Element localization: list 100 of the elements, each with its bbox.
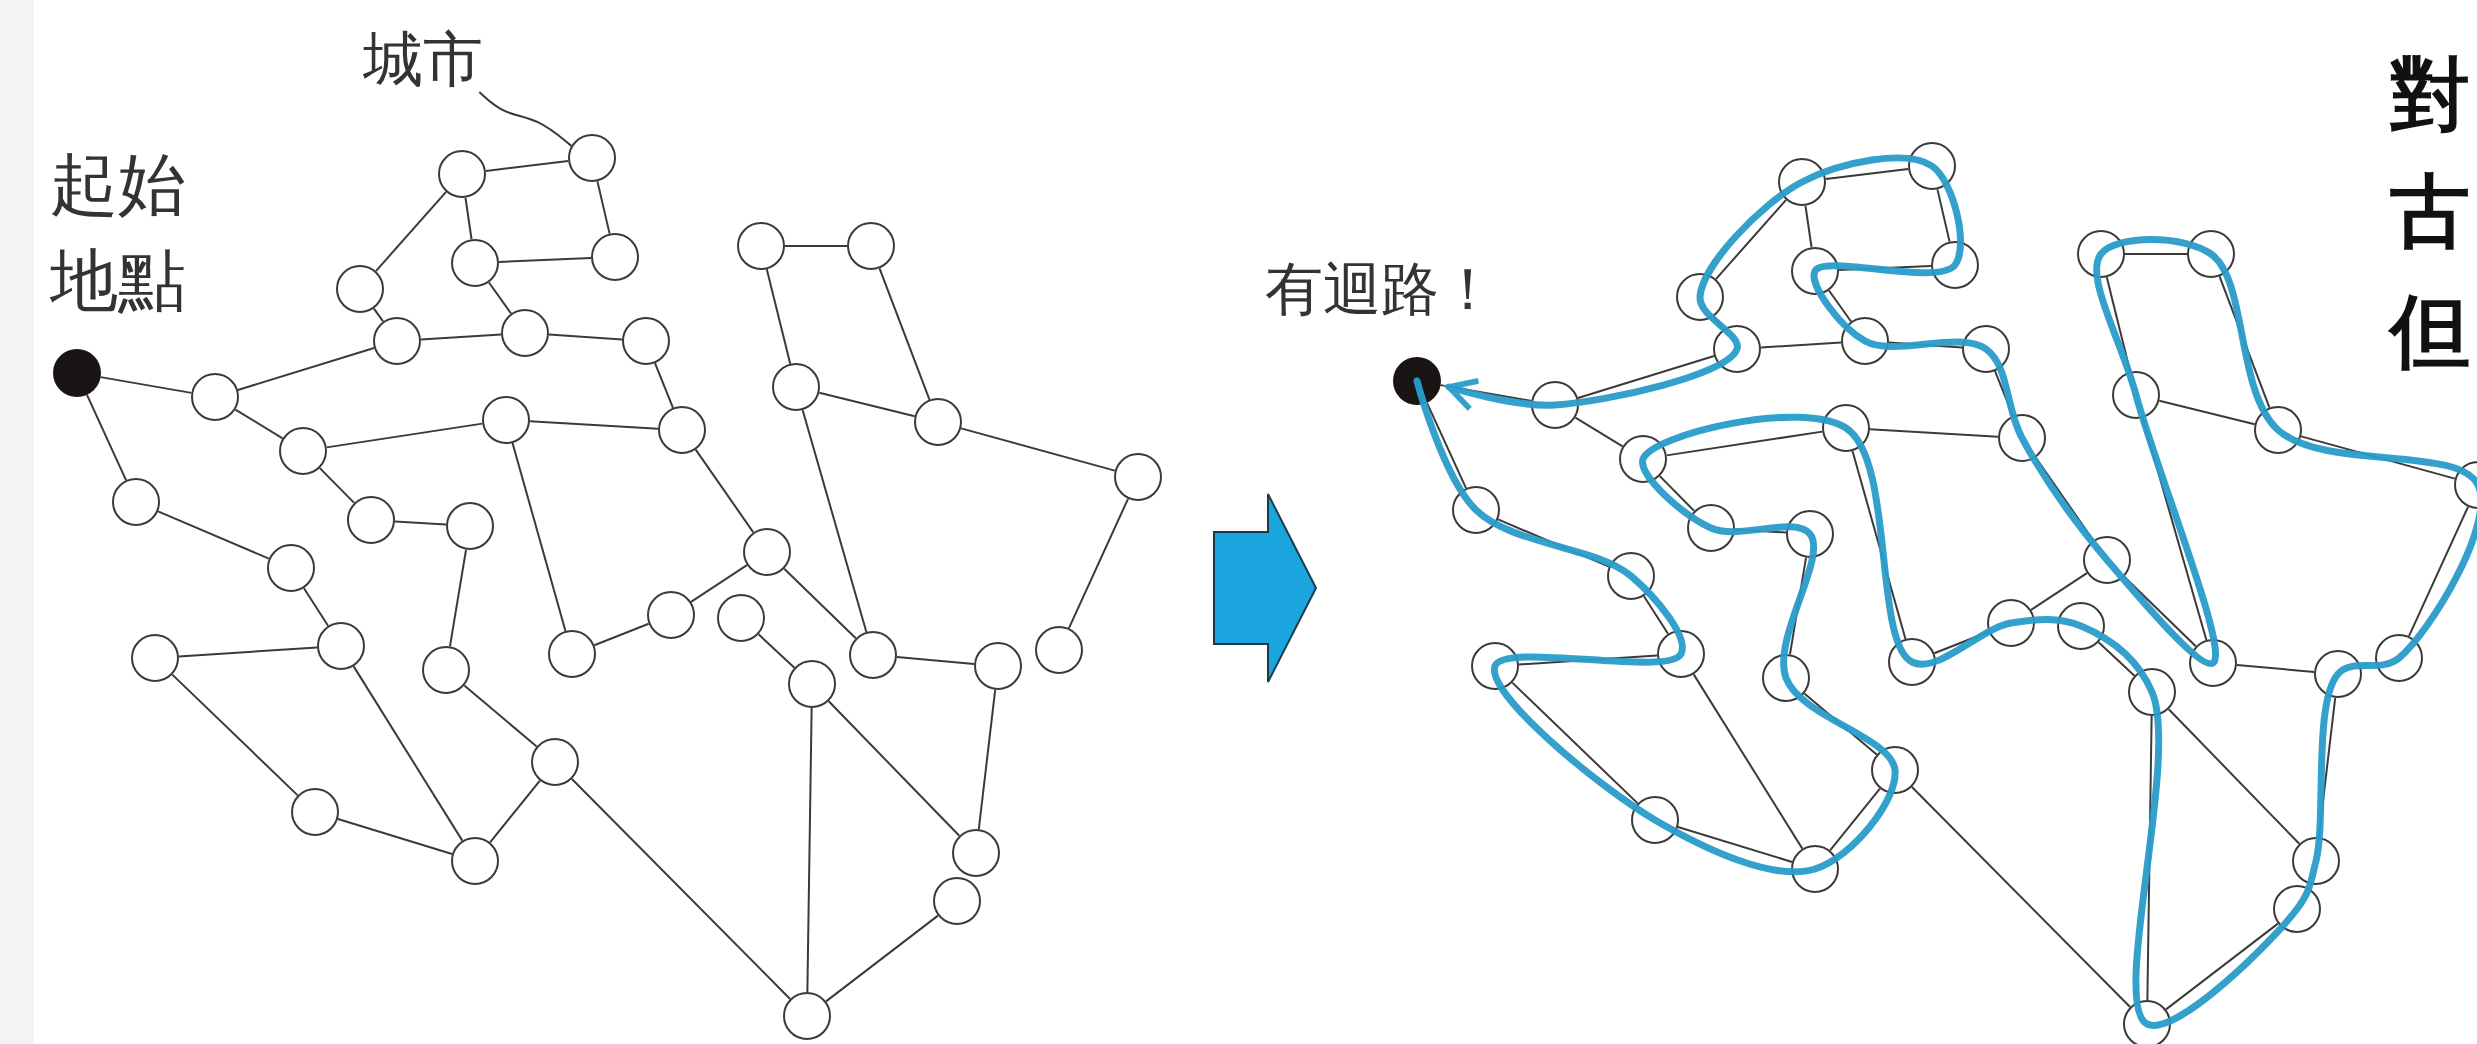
road-line bbox=[2097, 641, 2136, 677]
city-circle bbox=[482, 396, 530, 444]
road-line bbox=[1576, 355, 1716, 399]
city-circle bbox=[1114, 453, 1162, 501]
road-line bbox=[1511, 681, 1639, 805]
city-circle bbox=[952, 829, 1000, 877]
road-line bbox=[1910, 786, 2132, 1008]
road-line bbox=[393, 520, 448, 526]
city-circle bbox=[347, 496, 395, 544]
road-line bbox=[1827, 289, 1853, 323]
road-line bbox=[806, 707, 813, 993]
road-line bbox=[1824, 167, 1910, 181]
node-label: 起始地點 bbox=[50, 144, 187, 322]
road-line bbox=[1642, 595, 1670, 635]
road-line bbox=[2167, 708, 2301, 845]
road-line bbox=[827, 700, 961, 837]
city-circle bbox=[974, 642, 1022, 690]
road-line bbox=[2158, 399, 2256, 426]
road-line bbox=[596, 180, 611, 235]
heading-text: 對 bbox=[2390, 55, 2470, 135]
road-line bbox=[1426, 401, 1467, 490]
road-line bbox=[236, 347, 376, 391]
heading-text: 古 bbox=[2390, 172, 2470, 252]
city-circle bbox=[451, 239, 499, 287]
city-circle bbox=[336, 265, 384, 313]
city-circle bbox=[422, 646, 470, 694]
road-line bbox=[234, 408, 284, 440]
road-line bbox=[511, 442, 567, 632]
road-line bbox=[177, 646, 319, 658]
road-line bbox=[878, 267, 931, 401]
city-circle bbox=[622, 317, 670, 365]
road-line bbox=[2030, 572, 2088, 611]
road-line bbox=[487, 281, 513, 315]
road-line bbox=[694, 448, 755, 534]
road-line bbox=[1692, 673, 1804, 850]
road-line bbox=[1658, 475, 1696, 512]
road-line bbox=[1759, 341, 1843, 349]
road-line bbox=[1665, 430, 1824, 457]
road-line bbox=[757, 633, 796, 669]
road-line bbox=[818, 391, 916, 418]
city-circle bbox=[914, 398, 962, 446]
city-circle bbox=[591, 233, 639, 281]
road-line bbox=[960, 427, 1116, 472]
city-label: 城市 bbox=[363, 26, 483, 92]
city-circle bbox=[446, 502, 494, 550]
road-line bbox=[1868, 428, 2000, 438]
road-line bbox=[528, 420, 660, 430]
city-circle bbox=[279, 427, 327, 475]
city-circle bbox=[373, 317, 421, 365]
road-line bbox=[419, 333, 503, 341]
road-line bbox=[654, 362, 674, 409]
road-line bbox=[784, 245, 848, 247]
city-circle bbox=[291, 788, 339, 836]
road-line bbox=[765, 268, 792, 365]
road-line bbox=[547, 333, 624, 341]
road-line bbox=[448, 548, 468, 648]
road-line bbox=[498, 257, 592, 263]
city-circle bbox=[772, 363, 820, 411]
road-line bbox=[1714, 198, 1788, 281]
road-line bbox=[2407, 505, 2470, 638]
city-circle bbox=[788, 660, 836, 708]
city-circle bbox=[717, 594, 765, 642]
road-line bbox=[825, 914, 939, 1003]
road-line bbox=[1829, 787, 1881, 852]
city-circle bbox=[191, 373, 239, 421]
road-line bbox=[464, 196, 473, 241]
road-line bbox=[1804, 204, 1813, 249]
city-circle bbox=[531, 738, 579, 786]
city-circle bbox=[1035, 626, 1083, 674]
road-line bbox=[99, 376, 193, 394]
road-line bbox=[302, 587, 330, 627]
road-line bbox=[977, 688, 997, 831]
city-circle bbox=[501, 309, 549, 357]
city-circle bbox=[438, 150, 486, 198]
city-circle bbox=[933, 877, 981, 925]
city-circle bbox=[131, 634, 179, 682]
leader-line bbox=[478, 91, 573, 147]
road-line bbox=[318, 467, 356, 504]
road-line bbox=[895, 656, 976, 665]
road-line bbox=[1936, 188, 1951, 243]
road-line bbox=[2124, 253, 2188, 255]
road-line bbox=[157, 510, 270, 560]
road-line bbox=[352, 665, 464, 842]
road-line bbox=[374, 190, 448, 273]
road-line bbox=[1574, 416, 1624, 448]
road-line bbox=[2235, 664, 2316, 673]
node-label: 有迴路！ bbox=[1265, 255, 1497, 325]
road-line bbox=[1067, 497, 1130, 630]
road-line bbox=[690, 564, 748, 603]
road-line bbox=[484, 159, 570, 173]
city-circle bbox=[849, 631, 897, 679]
road-line bbox=[372, 307, 385, 323]
city-circle bbox=[647, 591, 695, 639]
road-line bbox=[801, 409, 868, 633]
city-circle bbox=[847, 222, 895, 270]
city-circle bbox=[548, 630, 596, 678]
city-circle bbox=[568, 134, 616, 182]
city-circle bbox=[658, 406, 706, 454]
road-line bbox=[2165, 922, 2279, 1011]
city-circle bbox=[451, 837, 499, 885]
